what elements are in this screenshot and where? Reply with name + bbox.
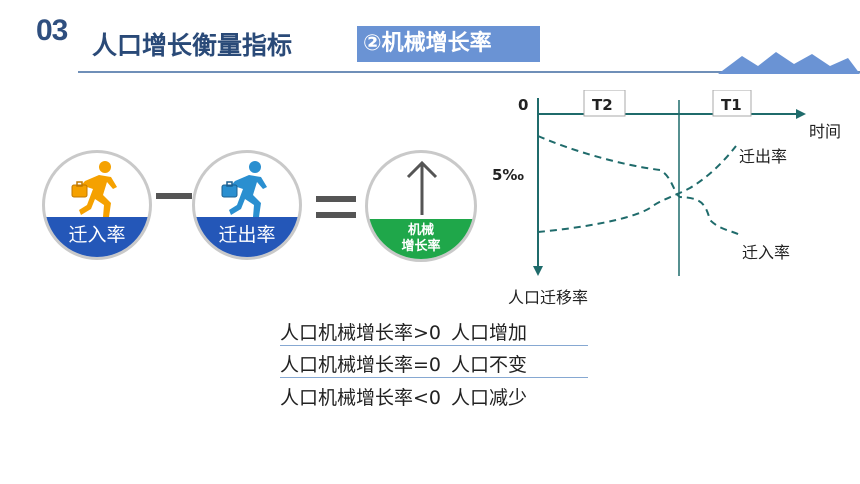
section-number: 03 [36, 14, 68, 47]
migration-rate-graph [533, 90, 806, 276]
emigration-rate-circle: 迁出率 [192, 150, 302, 260]
immigration-rate-circle: 迁入率 [42, 150, 152, 260]
x-axis-arrow-icon [796, 109, 806, 119]
formula-negative-expr: 人口机械增长率<0 [280, 387, 442, 409]
subtitle-badge: ②机械增长率 [357, 26, 540, 62]
arrow-up-icon [406, 160, 438, 215]
running-man-briefcase-icon [221, 161, 267, 217]
y-axis-label: 人口迁移率 [508, 288, 589, 307]
y-axis-arrow-icon [533, 266, 543, 276]
formula-positive-result: 人口增加 [451, 322, 528, 344]
equals-sign-bottom [316, 212, 356, 218]
t2-box [583, 90, 626, 117]
formula-negative: 人口机械增长率<0 人口减少 [280, 383, 585, 410]
formula-divider [280, 377, 588, 378]
period-label-t2: T2 [592, 96, 613, 114]
x-axis-label: 时间 [809, 122, 842, 141]
formula-negative-result: 人口减少 [451, 387, 528, 409]
period-label-t1: T1 [721, 96, 742, 114]
running-man-suitcase-icon [71, 161, 117, 217]
mechanical-growth-label: 机械 增长率 [368, 219, 474, 259]
emigration-curve [537, 145, 737, 233]
emigration-rate-label: 迁出率 [195, 217, 299, 257]
equals-sign-top [316, 196, 356, 202]
immigration-curve [537, 135, 741, 236]
formula-zero-expr: 人口机械增长率=0 [280, 354, 442, 376]
formula-divider [280, 345, 588, 346]
minus-sign [156, 193, 192, 199]
origin-label: 0 [518, 96, 529, 114]
y-tick-label: 5‰ [492, 166, 525, 184]
mechanical-growth-circle: 机械 增长率 [365, 150, 477, 262]
header-divider [78, 71, 860, 73]
t1-box [712, 90, 752, 117]
formula-zero-result: 人口不变 [451, 354, 528, 376]
mountains-decoration [718, 52, 860, 74]
immigration-rate-label: 迁入率 [45, 217, 149, 257]
mechanical-growth-label-line1: 机械 [407, 223, 434, 238]
formula-positive: 人口机械增长率>0 人口增加 [280, 318, 585, 345]
series-label-immigration: 迁入率 [742, 243, 791, 262]
series-label-emigration: 迁出率 [739, 147, 788, 166]
formula-positive-expr: 人口机械增长率>0 [280, 322, 442, 344]
mechanical-growth-label-line2: 增长率 [401, 239, 441, 254]
page-title: 人口增长衡量指标 [92, 31, 293, 60]
formula-zero: 人口机械增长率=0 人口不变 [280, 350, 585, 377]
